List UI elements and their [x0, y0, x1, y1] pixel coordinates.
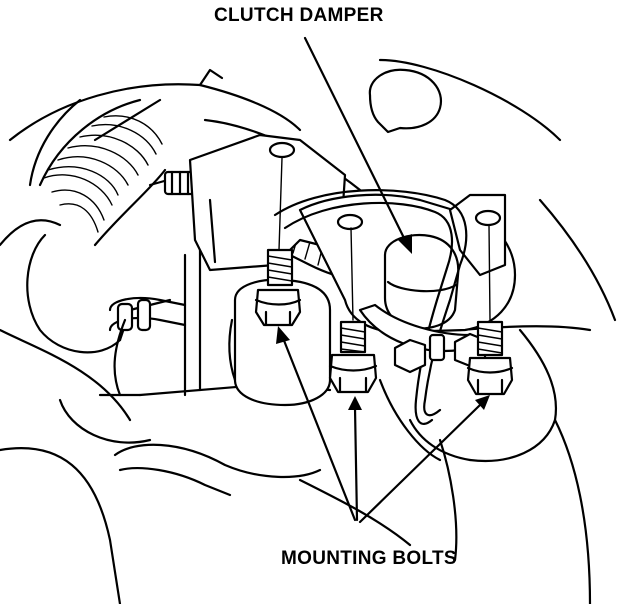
label-mounting-bolts: MOUNTING BOLTS — [281, 548, 457, 569]
left-fittings — [108, 296, 187, 397]
corrugated-hose — [38, 98, 167, 247]
upper-bracket — [188, 133, 347, 272]
leaders-mounting-bolts — [276, 326, 490, 524]
mounting-bolt-left — [254, 157, 302, 327]
clutch-damper-body — [228, 189, 517, 425]
mounting-bolt-center — [328, 227, 378, 394]
leader-clutch-damper — [303, 36, 412, 254]
label-clutch-damper: CLUTCH DAMPER — [214, 5, 384, 26]
mounting-bolt-right — [466, 224, 514, 396]
